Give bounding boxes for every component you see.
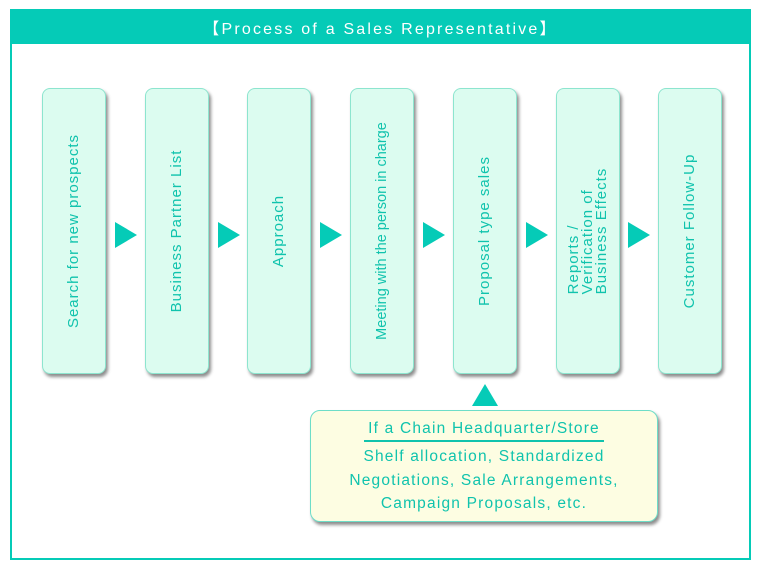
- note-line: Campaign Proposals, etc.: [380, 495, 588, 512]
- step-customer-follow-up: Customer Follow-Up: [658, 88, 722, 374]
- step-label: Meeting with the person in charge: [374, 122, 390, 340]
- arrow-right-icon: [218, 222, 240, 248]
- arrow-right-icon: [423, 222, 445, 248]
- note-title: If a Chain Headquarter/Store: [364, 420, 604, 442]
- step-reports-verification: Reports / Verification of Business Effec…: [556, 88, 620, 374]
- chain-hq-note: If a Chain Headquarter/Store Shelf alloc…: [310, 410, 658, 522]
- arrow-right-icon: [628, 222, 650, 248]
- diagram-title: 【Process of a Sales Representative】: [10, 9, 751, 44]
- step-approach: Approach: [247, 88, 311, 374]
- note-line: Shelf allocation, Standardized: [363, 448, 605, 465]
- step-label: Customer Follow-Up: [681, 153, 698, 309]
- step-label: Business Partner List: [168, 149, 185, 313]
- step-label: Approach: [270, 194, 287, 268]
- step-label: Search for new prospects: [65, 133, 82, 329]
- step-search-prospects: Search for new prospects: [42, 88, 106, 374]
- note-body: Shelf allocation, Standardized Negotiati…: [311, 445, 657, 516]
- note-line: Negotiations, Sale Arrangements,: [349, 471, 619, 489]
- arrow-right-icon: [320, 222, 342, 248]
- step-label: Reports / Verification of Business Effec…: [565, 167, 610, 295]
- step-meeting-person-in-charge: Meeting with the person in charge: [350, 88, 414, 374]
- arrow-right-icon: [526, 222, 548, 248]
- arrow-up-icon: [472, 384, 498, 406]
- step-business-partner-list: Business Partner List: [145, 88, 209, 374]
- step-label: Proposal type sales: [476, 156, 493, 306]
- step-proposal-type-sales: Proposal type sales: [453, 88, 517, 374]
- arrow-right-icon: [115, 222, 137, 248]
